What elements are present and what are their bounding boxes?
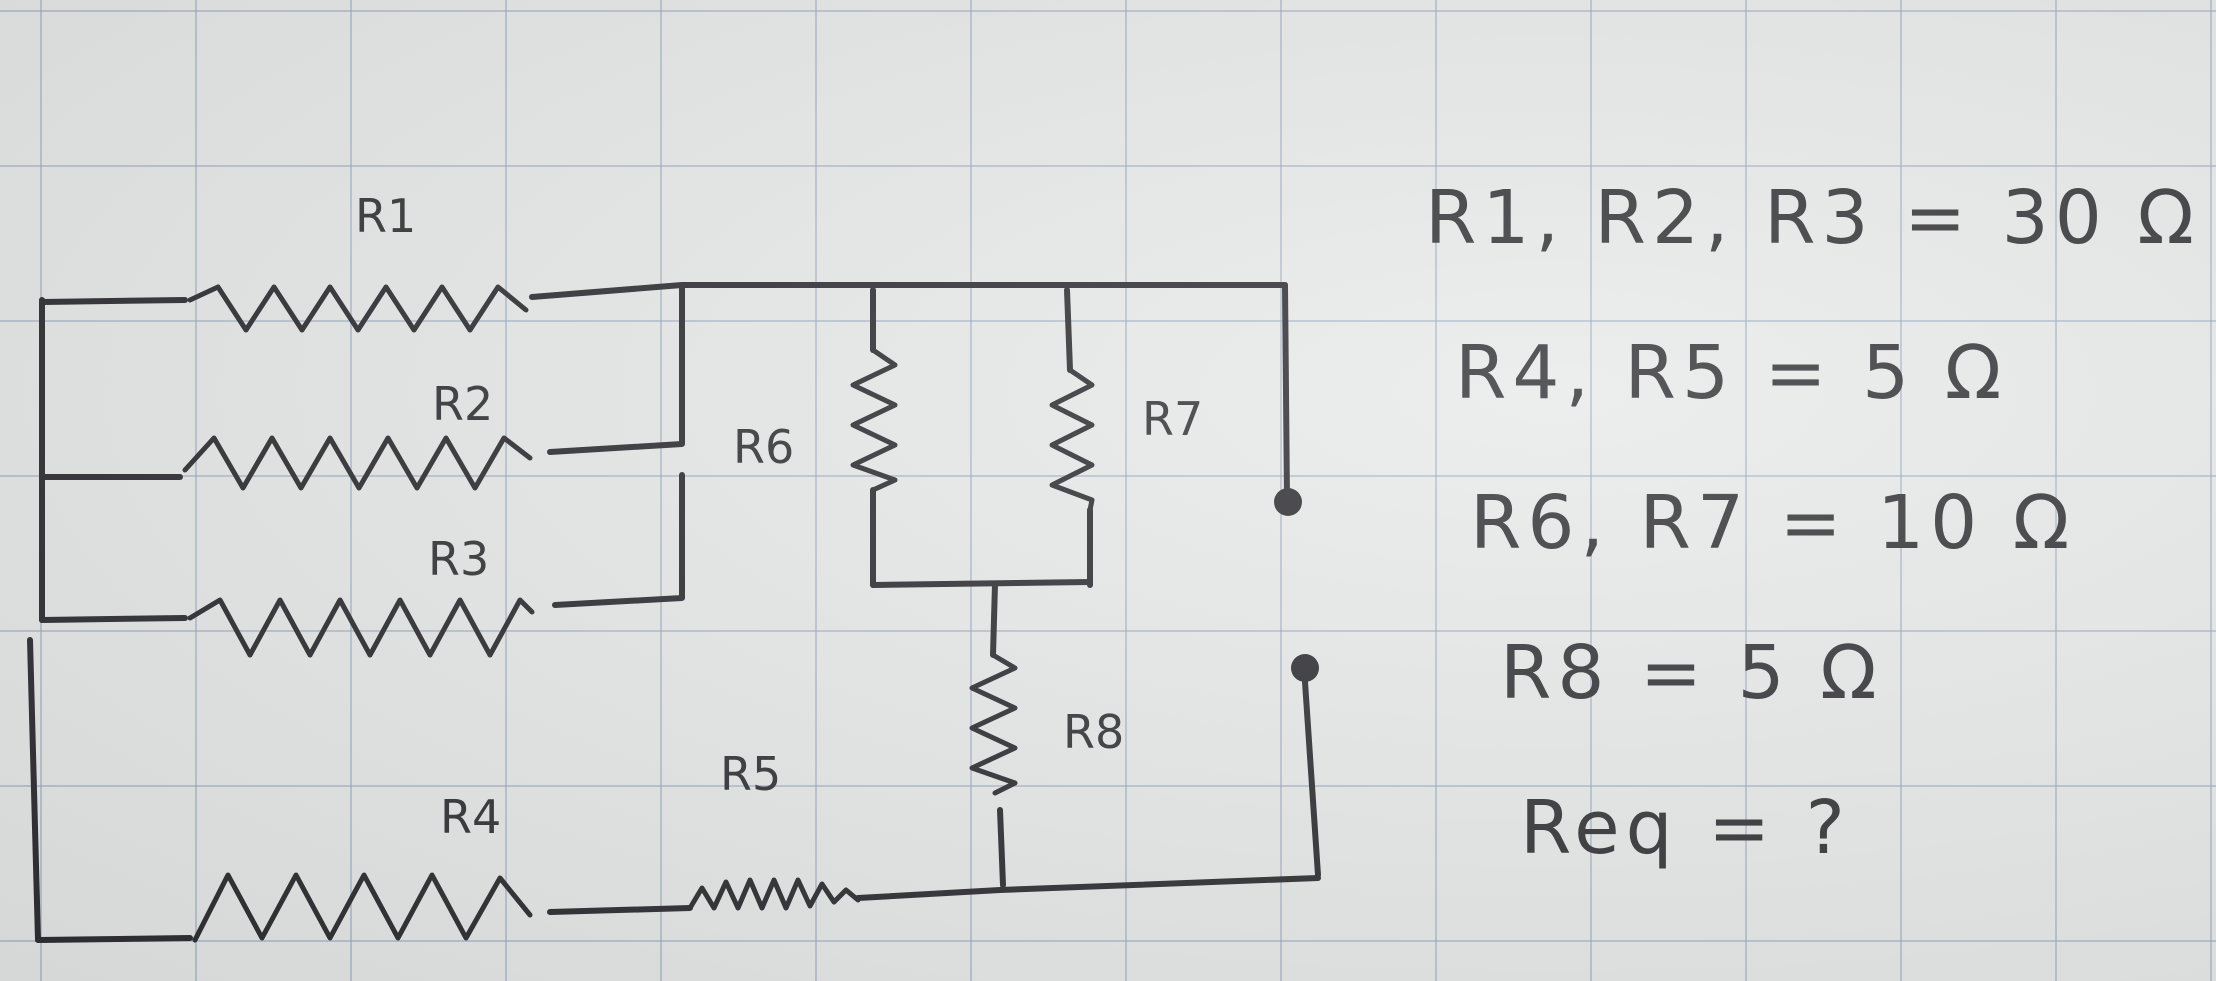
label-r5: R5 [720, 747, 781, 801]
label-r2: R2 [432, 377, 493, 431]
wire-right-top [1282, 282, 1290, 503]
terminal-b [1291, 654, 1319, 682]
wire-r3-right [552, 472, 685, 608]
wire-r8-bottom [997, 807, 1006, 888]
wire-r2-right [547, 282, 685, 455]
wire-r3-left-lead [39, 615, 188, 623]
terminal-a [1274, 488, 1302, 516]
wire-r1-left-lead [39, 297, 188, 305]
label-r6: R6 [733, 420, 794, 474]
wire-bottom-return [855, 875, 1321, 901]
wire-r6-r7-join [870, 579, 1093, 588]
resistor-r6 [850, 347, 898, 493]
value-req: Req = ? [1520, 785, 1851, 871]
resistor-r7 [1049, 367, 1095, 513]
value-r4-r5: R4, R5 = 5 Ω [1455, 330, 2008, 416]
resistor-r1 [187, 284, 529, 333]
label-r7: R7 [1142, 392, 1203, 446]
value-r6-r7: R6, R7 = 10 Ω [1470, 480, 2076, 566]
wire-r8-top [990, 581, 998, 658]
resistor-r2 [182, 435, 533, 491]
label-r1: R1 [355, 189, 416, 243]
resistor-r3 [187, 597, 535, 658]
wire-left-bus-bottom [27, 637, 193, 943]
value-r1-r2-r3: R1, R2, R3 = 30 Ω [1425, 175, 2200, 261]
resistor-r5 [687, 877, 861, 911]
label-r3: R3 [428, 532, 489, 586]
wire-r4-r5 [547, 905, 693, 915]
wire-r1-right [529, 282, 1288, 300]
resistor-r4 [192, 872, 533, 943]
label-r4: R4 [440, 790, 501, 844]
wire-right-bottom [1302, 679, 1321, 878]
value-r8: R8 = 5 Ω [1500, 630, 1883, 716]
wire-r7-top [1064, 287, 1073, 373]
label-r8: R8 [1063, 705, 1124, 759]
resistor-r8 [969, 652, 1018, 796]
